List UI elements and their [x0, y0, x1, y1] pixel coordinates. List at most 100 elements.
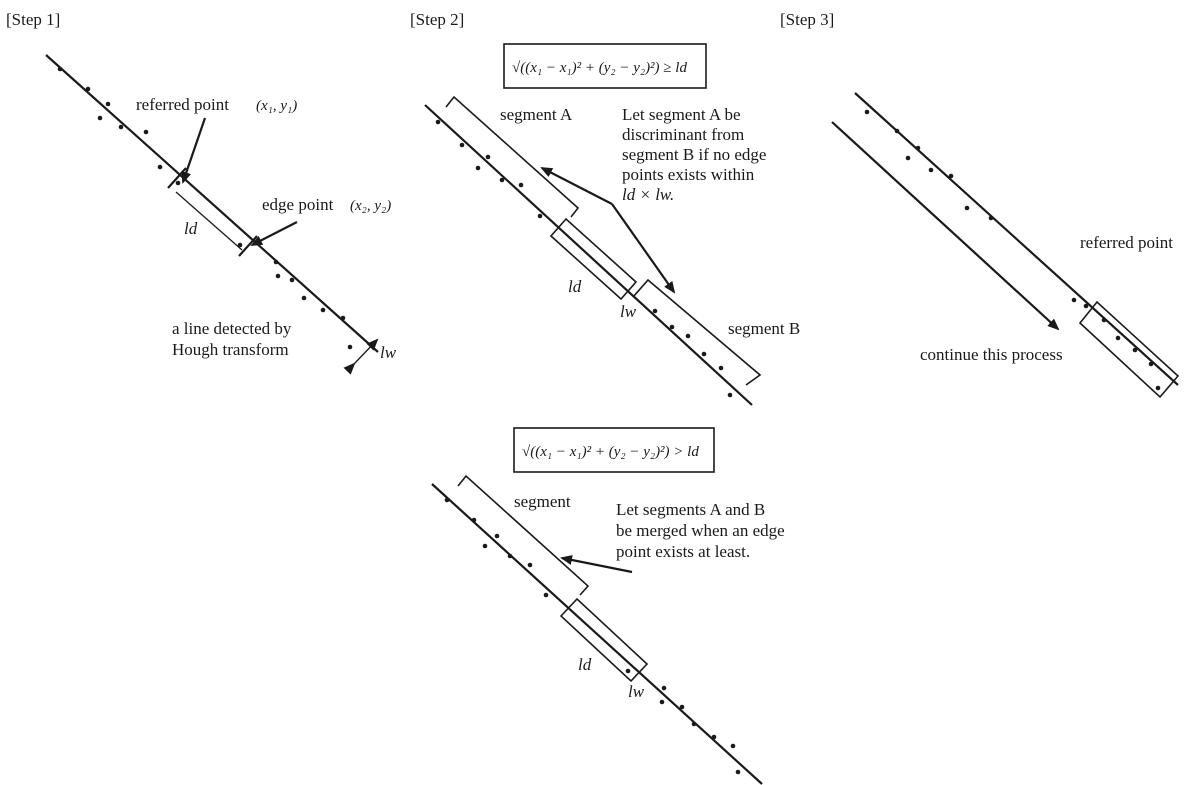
edge-dot — [320, 307, 326, 313]
edge-dot — [537, 213, 543, 219]
hough-line-merge — [431, 483, 763, 785]
referred-point-label-step3: referred point — [1080, 233, 1173, 252]
edge-dot — [499, 177, 505, 183]
ld-label-merge: ld — [578, 655, 592, 674]
ld-label-step2: ld — [568, 277, 582, 296]
edge-dot — [679, 704, 685, 710]
edge-dot — [928, 167, 934, 173]
edge-dot — [1071, 297, 1077, 303]
edge-dot — [157, 164, 163, 170]
edge-dot — [661, 685, 667, 691]
edge-dot — [444, 497, 450, 503]
edge-dot — [118, 124, 124, 130]
edge-dot — [735, 769, 741, 775]
segment-label: segment — [514, 492, 571, 511]
edge-dot — [948, 173, 954, 179]
formula-top: √((x₁ − x₁)² + (y₂ − y₂)²) ≥ ld — [512, 60, 687, 76]
edge-dot — [894, 128, 900, 134]
edge-dot — [701, 351, 707, 357]
edge-dot — [625, 668, 631, 674]
edge-dot — [340, 315, 346, 321]
continue-label: continue this process — [920, 345, 1063, 364]
edge-dot — [518, 182, 524, 188]
edge-dot — [175, 180, 181, 186]
segment-b-label: segment B — [728, 319, 800, 338]
search-window-step3 — [1078, 300, 1180, 399]
hough-line-step2 — [424, 104, 753, 406]
line-caption-2: Hough transform — [172, 340, 289, 359]
edge-dot — [482, 543, 488, 549]
formula-box-bottom — [513, 427, 715, 473]
edge-dot — [237, 242, 243, 248]
edge-dot — [347, 344, 353, 350]
edge-dot — [494, 533, 500, 539]
edge-dot — [1132, 347, 1138, 353]
edge-dot — [1083, 303, 1089, 309]
referred-point-label: referred point — [136, 95, 229, 114]
step2-merge-panel: √((x₁ − x₁)² + (y₂ − y₂)²) > ld segment … — [431, 427, 785, 785]
edge-dot — [273, 259, 279, 265]
segment-bracket — [457, 474, 590, 596]
edge-dot — [301, 295, 307, 301]
edge-dot — [864, 109, 870, 115]
formula-bottom: √((x₁ − x₁)² + (y₂ − y₂)²) > ld — [522, 444, 699, 460]
edge-dot — [475, 165, 481, 171]
note-line-4: points exists within — [622, 165, 755, 184]
lw-label-step2: lw — [620, 302, 637, 321]
edge-dot — [730, 743, 736, 749]
formula-box-top — [503, 43, 707, 89]
ld-label: ld — [184, 219, 198, 238]
edge-dot — [1101, 317, 1107, 323]
edge-dot — [97, 115, 103, 121]
edge-dot — [485, 154, 491, 160]
edge-dot — [543, 592, 549, 598]
note-line-1: Let segment A be — [622, 105, 741, 124]
step3-heading: [Step 3] — [780, 10, 834, 29]
edge-dot — [1155, 385, 1161, 391]
referred-point-coord: (x₁, y₁) — [256, 98, 297, 114]
edge-dot — [915, 145, 921, 151]
edge-dot — [718, 365, 724, 371]
step1-panel: referred point (x₁, y₁) edge point (x₂, … — [45, 54, 397, 375]
edge-dot — [105, 101, 111, 107]
edge-dot — [289, 277, 295, 283]
edge-dot — [652, 308, 658, 314]
edge-dot — [691, 721, 697, 727]
edge-dot — [727, 392, 733, 398]
note-line-2: discriminant from — [622, 125, 744, 144]
hough-line — [45, 54, 379, 353]
referred-arrow — [181, 117, 207, 184]
edge-dot — [275, 273, 281, 279]
edge-dot — [905, 155, 911, 161]
edge-dot — [527, 562, 533, 568]
edge-arrow — [250, 221, 298, 246]
search-window-merge — [559, 597, 649, 683]
edge-dot — [471, 517, 477, 523]
search-window — [549, 217, 638, 301]
line-caption-1: a line detected by — [172, 319, 292, 338]
edge-dot — [711, 734, 717, 740]
segment-a-bracket — [445, 95, 580, 218]
edge-dot — [143, 129, 149, 135]
edge-dot — [459, 142, 465, 148]
edge-dot — [57, 66, 63, 72]
edge-point-coord: (x₂, y₂) — [350, 198, 391, 214]
arrow-to-segment — [560, 555, 633, 574]
ld-dimension — [175, 191, 243, 251]
lw-label: lw — [380, 343, 397, 362]
merge-note-3: point exists at least. — [616, 542, 750, 561]
step2-heading: [Step 2] — [410, 10, 464, 29]
edge-dot — [1148, 361, 1154, 367]
hough-line-step3 — [854, 92, 1179, 386]
edge-dot — [507, 553, 513, 559]
segment-a-label: segment A — [500, 105, 573, 124]
note-line-3: segment B if no edge — [622, 145, 766, 164]
continue-arrow — [831, 121, 1060, 331]
step3-panel: referred point continue this process — [831, 92, 1180, 399]
edge-dot — [435, 119, 441, 125]
edge-dot — [685, 333, 691, 339]
edge-dot — [988, 215, 994, 221]
arrow-to-segment-b — [611, 203, 676, 294]
lw-label-merge: lw — [628, 682, 645, 701]
